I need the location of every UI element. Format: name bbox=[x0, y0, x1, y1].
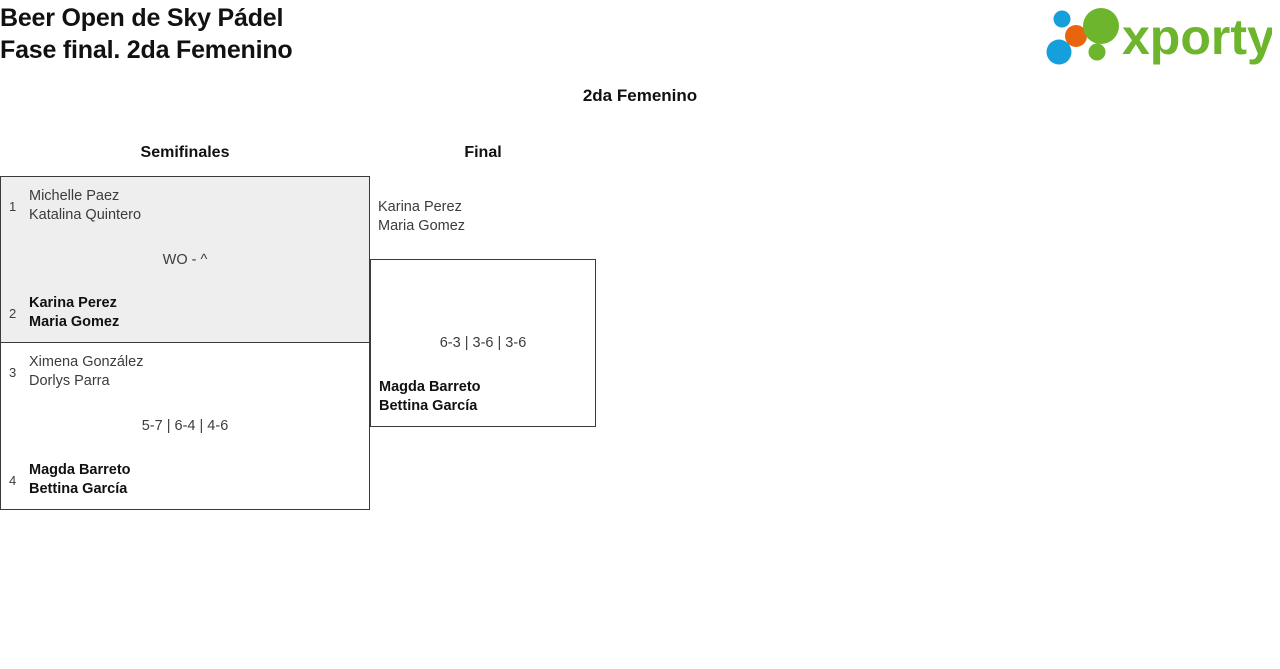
seed-number: 1 bbox=[9, 198, 17, 214]
match-final-team-bottom[interactable]: Magda Barreto Bettina García bbox=[371, 378, 595, 416]
match-semifinal-2-score: 5-7 | 6-4 | 4-6 bbox=[141, 418, 229, 434]
seed-number: 4 bbox=[9, 472, 17, 488]
category-subtitle: 2da Femenino bbox=[582, 86, 698, 105]
round-header-semifinales: Semifinales bbox=[140, 144, 230, 161]
logo-wordmark: xporty bbox=[1122, 9, 1272, 65]
match-semifinal-1-team-bottom[interactable]: 2 Karina Perez Maria Gomez bbox=[1, 294, 369, 332]
round-header-final: Final bbox=[464, 144, 502, 161]
tournament-title-line-2: Fase final. 2da Femenino bbox=[0, 36, 293, 64]
seed-number: 2 bbox=[9, 305, 17, 321]
match-semifinal-2[interactable]: 3 Ximena González Dorlys Parra 5-7 | 6-4… bbox=[0, 342, 370, 510]
match-semifinal-2-team-bottom[interactable]: 4 Magda Barreto Bettina García bbox=[1, 461, 369, 499]
logo-dot-green-big bbox=[1083, 8, 1119, 44]
final-team-top[interactable]: Karina Perez Maria Gomez bbox=[378, 199, 466, 234]
team-players: Magda Barreto Bettina García bbox=[29, 462, 131, 497]
match-final-score: 6-3 | 3-6 | 3-6 bbox=[439, 335, 527, 351]
match-final[interactable]: 6-3 | 3-6 | 3-6 Magda Barreto Bettina Ga… bbox=[370, 259, 596, 427]
page-header: Beer Open de Sky Pádel Fase final. 2da F… bbox=[0, 0, 1280, 70]
logo-dot-green-small bbox=[1088, 43, 1106, 61]
team-players: Magda Barreto Bettina García bbox=[379, 379, 481, 414]
team-players: Michelle Paez Katalina Quintero bbox=[29, 188, 142, 223]
tournament-title-line-1: Beer Open de Sky Pádel bbox=[0, 4, 284, 32]
xporty-logo: xporty bbox=[1046, 8, 1272, 65]
match-semifinal-1-score: WO - ^ bbox=[162, 251, 208, 268]
logo-dot-blue-large bbox=[1046, 39, 1072, 65]
match-semifinal-2-team-top[interactable]: 3 Ximena González Dorlys Parra bbox=[1, 353, 369, 391]
seed-number: 3 bbox=[9, 364, 17, 380]
team-players: Karina Perez Maria Gomez bbox=[29, 295, 120, 330]
match-semifinal-1[interactable]: 1 Michelle Paez Katalina Quintero WO - ^… bbox=[0, 176, 370, 343]
logo-dot-orange bbox=[1065, 25, 1087, 47]
logo-dot-blue-small bbox=[1053, 10, 1071, 28]
page-title: Beer Open de Sky Pádel Fase final. 2da F… bbox=[0, 2, 293, 66]
team-players: Ximena González Dorlys Parra bbox=[29, 354, 144, 389]
match-semifinal-1-team-top[interactable]: 1 Michelle Paez Katalina Quintero bbox=[1, 187, 369, 225]
